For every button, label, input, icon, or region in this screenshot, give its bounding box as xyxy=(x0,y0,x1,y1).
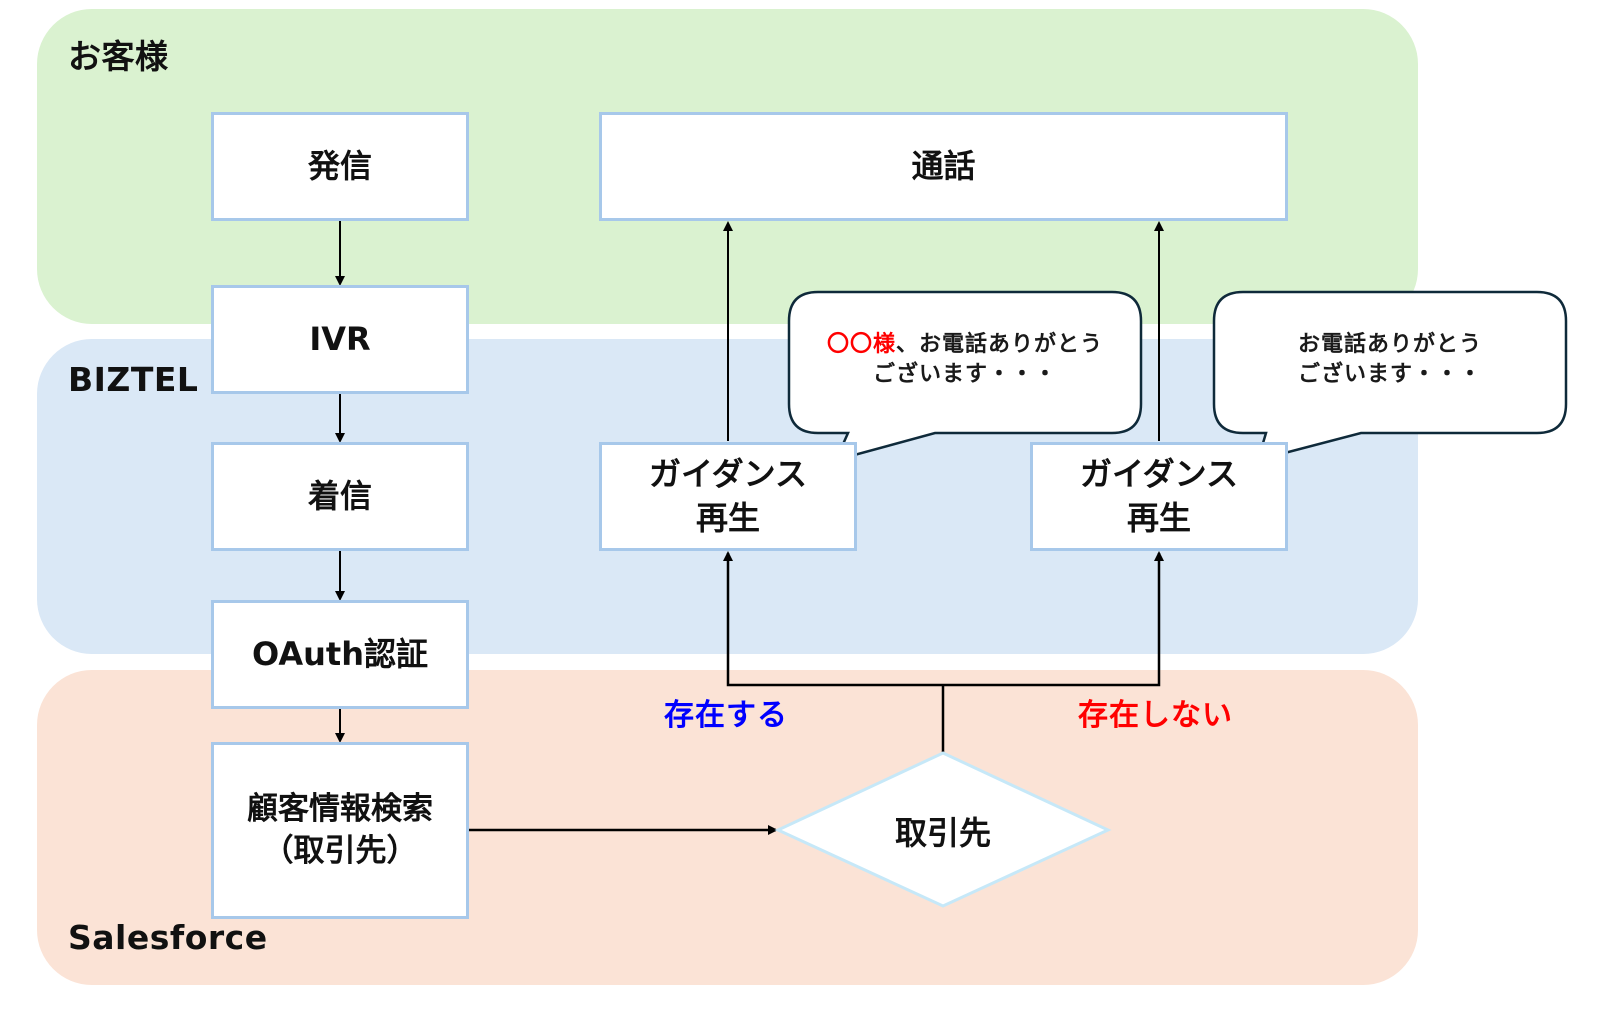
node-guidance-right: ガイダンス 再生 xyxy=(1030,442,1288,551)
customer-name-placeholder: 〇〇様 xyxy=(826,332,896,357)
node-ivr: IVR xyxy=(211,285,469,394)
node-customer-search: 顧客情報検索 （取引先） xyxy=(211,742,469,919)
branch-label-exists: 存在する xyxy=(664,698,788,733)
node-call: 通話 xyxy=(599,112,1288,221)
node-incoming-call: 着信 xyxy=(211,442,469,551)
bubble-left-line1-rest: 、お電話ありがとう xyxy=(896,332,1104,357)
branch-label-not-exists: 存在しない xyxy=(1078,698,1233,733)
bubble-text-right: お電話ありがとう ございます・・・ xyxy=(1220,330,1560,389)
decision-label: 取引先 xyxy=(894,814,991,852)
lane-label-customer: お客様 xyxy=(68,37,169,76)
bubble-text-left: 〇〇様、お電話ありがとう ございます・・・ xyxy=(795,330,1135,389)
lane-label-biztel: BIZTEL xyxy=(68,360,199,399)
node-oauth: OAuth認証 xyxy=(211,600,469,709)
bubble-left-line1: 〇〇様、お電話ありがとう xyxy=(795,330,1135,360)
bubble-right-line1: お電話ありがとう xyxy=(1297,332,1482,357)
bubble-left-line2: ございます・・・ xyxy=(872,361,1057,387)
node-guidance-left: ガイダンス 再生 xyxy=(599,442,857,551)
node-outgoing-call: 発信 xyxy=(211,112,469,221)
lane-label-salesforce: Salesforce xyxy=(68,918,268,957)
bubble-right-line2: ございます・・・ xyxy=(1297,361,1482,387)
